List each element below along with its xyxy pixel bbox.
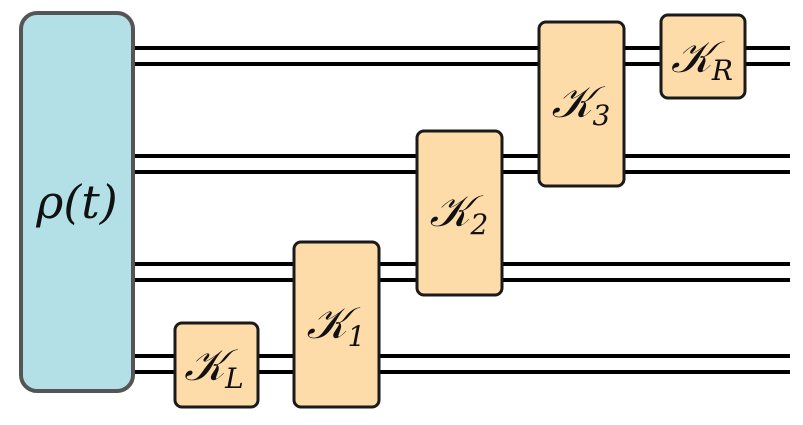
- gate-k-r: 𝒦R: [659, 13, 747, 100]
- gate-k-3-box: [537, 20, 626, 188]
- gate-k-2-box: [415, 129, 504, 297]
- gate-k-2-subscript: 2: [470, 208, 489, 241]
- gate-k-1: 𝒦1: [292, 240, 381, 409]
- gate-k-3-subscript: 3: [593, 99, 611, 132]
- gate-k-l-box: [173, 321, 260, 409]
- gate-k-r-box: [659, 13, 747, 100]
- gate-k-3: 𝒦3: [537, 20, 626, 188]
- gate-k-r-subscript: R: [711, 54, 733, 87]
- gate-k-l-subscript: L: [224, 362, 244, 395]
- gate-k-l: 𝒦L: [173, 321, 260, 409]
- gate-k-2: 𝒦2: [415, 129, 504, 297]
- state-rho-block: ρ(t): [19, 11, 135, 393]
- gate-k-1-subscript: 1: [348, 320, 366, 353]
- gate-k-1-box: [292, 240, 381, 409]
- state-rho-box: [19, 11, 135, 393]
- state-rho-label: ρ(t): [35, 175, 117, 229]
